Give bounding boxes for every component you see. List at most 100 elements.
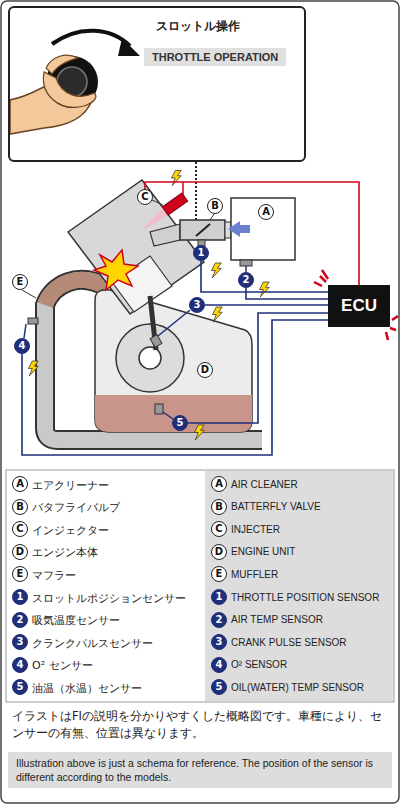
legend-text: 油温（水温）センサー bbox=[32, 681, 142, 696]
label-text: A bbox=[16, 479, 24, 489]
hand-illustration bbox=[10, 31, 140, 134]
label-text: 1 bbox=[216, 592, 223, 602]
injector bbox=[152, 200, 163, 205]
legend-text: エアクリーナー bbox=[32, 478, 109, 493]
callout-letter: D bbox=[12, 544, 28, 560]
callout-letter: D bbox=[197, 362, 213, 378]
sensors bbox=[150, 335, 162, 348]
label-text: 5 bbox=[17, 682, 24, 692]
label-text: スロットルポジションセンサー bbox=[32, 592, 186, 605]
label-text: E bbox=[17, 569, 24, 579]
signal-bolts bbox=[195, 425, 205, 440]
label-text: 3 bbox=[216, 637, 223, 647]
node-text: D bbox=[201, 365, 209, 375]
injector bbox=[182, 182, 184, 198]
label-text: D bbox=[16, 547, 24, 557]
legend-text: MUFFLER bbox=[231, 569, 278, 580]
callout-letter: A bbox=[211, 476, 227, 492]
caption-box: THROTTLE OPERATION bbox=[144, 48, 286, 66]
sensor-wire bbox=[205, 304, 328, 306]
callout-number: 1 bbox=[193, 245, 209, 261]
callout-number: 5 bbox=[172, 415, 188, 431]
label-text: AIR CLEANER bbox=[231, 479, 298, 490]
node-text: 1 bbox=[198, 248, 205, 258]
ecu-box: ECU bbox=[328, 285, 390, 327]
node-text: ECU bbox=[341, 296, 377, 316]
crankcase bbox=[90, 395, 260, 435]
sensors bbox=[24, 324, 26, 338]
label-text: D bbox=[215, 547, 223, 557]
legend-text: マフラー bbox=[32, 568, 76, 583]
callout-number: 2 bbox=[238, 272, 254, 288]
label-text: B bbox=[16, 502, 24, 512]
node-text: B bbox=[211, 201, 219, 211]
callout-number: 2 bbox=[12, 612, 28, 628]
node-text: A bbox=[262, 207, 270, 217]
hand-illustration bbox=[118, 38, 140, 56]
label-text: ENGINE UNIT bbox=[231, 546, 295, 557]
node-text: 4 bbox=[19, 341, 26, 351]
legend-text: 吸気温度センサー bbox=[32, 613, 120, 628]
hand-illustration bbox=[52, 31, 130, 46]
legend-text: スロットルポジションセンサー bbox=[32, 591, 186, 606]
label-text: MUFFLER bbox=[231, 569, 278, 580]
legend-text: エンジン本体 bbox=[32, 545, 98, 560]
node-text: THROTTLE OPERATION bbox=[152, 51, 278, 63]
exhaust-muffler bbox=[45, 280, 262, 440]
node-text: 5 bbox=[177, 418, 184, 428]
cylinder bbox=[94, 250, 138, 290]
sensors bbox=[155, 404, 163, 414]
node-text: 2 bbox=[243, 275, 250, 285]
ecu-signal bbox=[314, 270, 328, 286]
callout-number: 3 bbox=[189, 297, 205, 313]
legend-text: バタフライバルブ bbox=[32, 500, 120, 515]
node-text: スロットル操作 bbox=[156, 18, 240, 35]
sensor-wire bbox=[188, 313, 328, 423]
crankcase bbox=[90, 290, 260, 435]
callout-number: 1 bbox=[12, 589, 28, 605]
sensor-wire bbox=[201, 261, 328, 292]
callout-number: 2 bbox=[211, 612, 227, 628]
label-text: クランクパルスセンサー bbox=[32, 637, 153, 650]
legend-text: クランクパルスセンサー bbox=[32, 636, 153, 651]
legend-table bbox=[6, 470, 394, 702]
legend-text: AIR TEMP SENSOR bbox=[231, 614, 323, 625]
label-text: 2 bbox=[216, 615, 223, 625]
throttle-link bbox=[196, 162, 197, 220]
legend-table bbox=[6, 470, 394, 702]
callout-letter: C bbox=[137, 189, 153, 205]
throttle-link bbox=[195, 162, 197, 220]
label-text: BATTERFLY VALVE bbox=[231, 501, 321, 512]
legend-text: CRANK PULSE SENSOR bbox=[231, 637, 347, 648]
label-text: 4 bbox=[17, 660, 24, 670]
cylinder bbox=[68, 180, 204, 350]
note-text: イラストはFIの説明を分かりやすくした概略図です。車種により、センサーの有無、位… bbox=[12, 708, 390, 743]
callout-letter: B bbox=[207, 198, 223, 214]
callout-letter: D bbox=[211, 544, 227, 560]
legend-text: AIR CLEANER bbox=[231, 479, 298, 490]
label-text: イラストはFIの説明を分かりやすくした概略図です。車種により、センサーの有無、位… bbox=[12, 709, 382, 740]
legend-text: ENGINE UNIT bbox=[231, 546, 295, 557]
label-text: 吸気温度センサー bbox=[32, 614, 120, 627]
sensor-wire bbox=[246, 288, 328, 299]
label-text: OIL(WATER) TEMP SENSOR bbox=[231, 682, 364, 693]
legend-text: BATTERFLY VALVE bbox=[231, 501, 321, 512]
label-text: B bbox=[215, 502, 223, 512]
legend-text: THROTTLE POSITION SENSOR bbox=[231, 592, 379, 603]
callout-letter: A bbox=[258, 204, 274, 220]
injector bbox=[162, 193, 187, 215]
exhaust-muffler bbox=[22, 290, 36, 298]
callout-number: 4 bbox=[14, 338, 30, 354]
legend-table bbox=[205, 471, 393, 701]
sensors bbox=[163, 412, 173, 419]
label-text: C bbox=[16, 524, 23, 534]
label-text: E bbox=[216, 569, 223, 579]
signal-bolts bbox=[172, 171, 182, 186]
label-text: バタフライバルブ bbox=[32, 501, 120, 514]
signal-bolts bbox=[260, 282, 270, 297]
label-text: 2 bbox=[17, 615, 24, 625]
callout-number: 1 bbox=[211, 589, 227, 605]
sensor-wire bbox=[22, 320, 328, 455]
